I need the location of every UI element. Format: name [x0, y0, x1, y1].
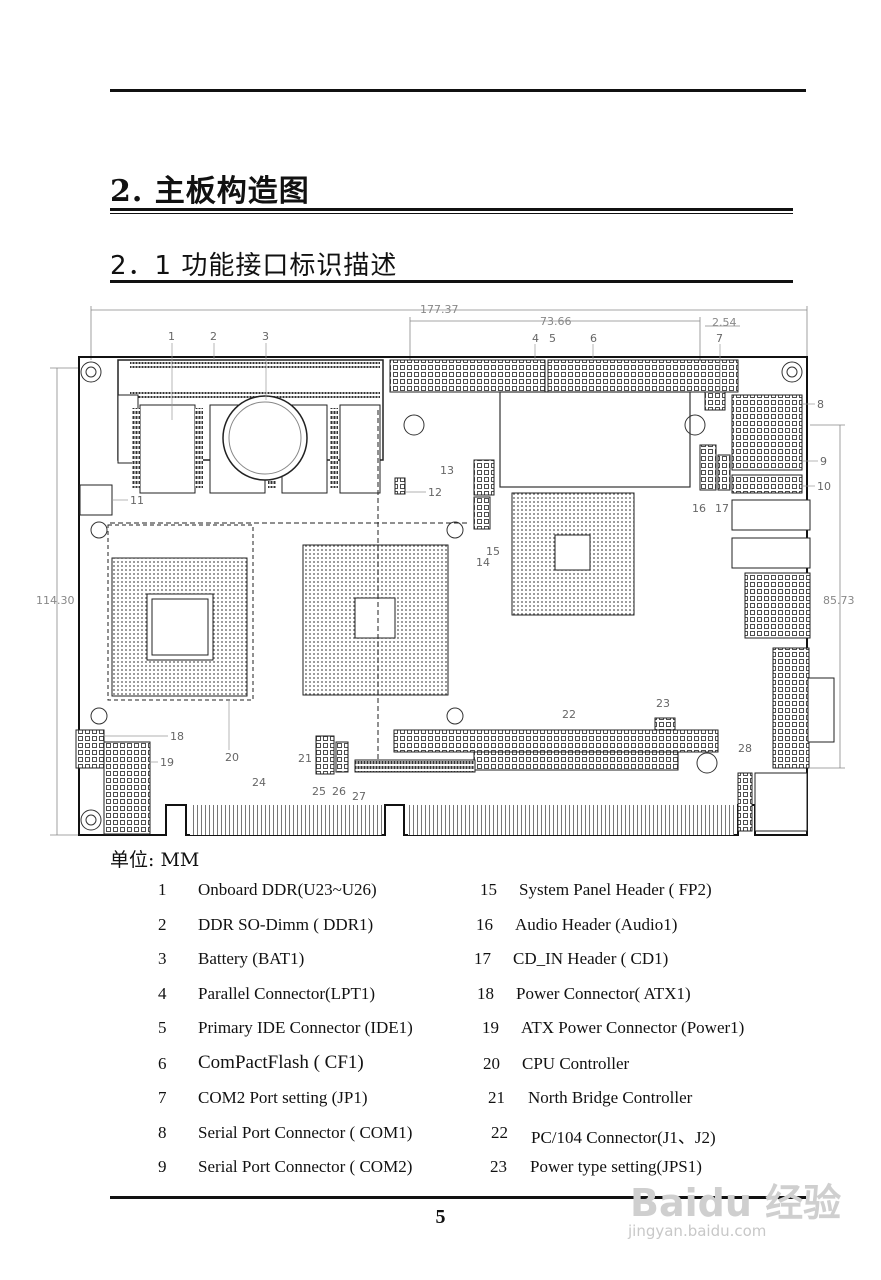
callout-12: 12: [428, 486, 442, 499]
parallel-connector: [389, 359, 546, 393]
dimension-lines: [50, 306, 845, 836]
vga-connector: [772, 647, 810, 769]
callout-25: 25: [312, 785, 326, 798]
callout-5: 5: [549, 332, 556, 345]
dim-width-mid: 73.66: [540, 315, 572, 328]
connector-27: [354, 759, 476, 773]
section-title-underline-thin: [110, 213, 793, 214]
usb-port-2: [731, 537, 811, 569]
cpu-socket-outline: [107, 524, 254, 701]
callout-1: 1: [168, 330, 175, 343]
callout-28: 28: [738, 742, 752, 755]
callout-6: 6: [590, 332, 597, 345]
mounting-holes: [80, 361, 803, 831]
gold-finger-right: [408, 805, 734, 835]
jumper-7: [704, 391, 726, 411]
header-12: [394, 477, 406, 495]
connector-11: [79, 484, 113, 516]
header-21: [315, 735, 335, 775]
watermark-url: jingyan.baidu.com: [628, 1222, 767, 1240]
header-26: [335, 741, 349, 773]
callout-15: 15: [486, 545, 500, 558]
ps2-port: [754, 772, 808, 832]
callout-13: 13: [440, 464, 454, 477]
cf-connector-frame: [499, 391, 691, 488]
callout-17: 17: [715, 502, 729, 515]
callout-26: 26: [332, 785, 346, 798]
callout-27: 27: [352, 790, 366, 803]
callout-22: 22: [562, 708, 576, 721]
ide-connector: [547, 359, 739, 393]
callout-24: 24: [252, 776, 266, 789]
callout-21: 21: [298, 752, 312, 765]
com1-connector: [731, 394, 803, 471]
page-number: 5: [435, 1206, 446, 1228]
units-label: 单位: MM: [110, 849, 200, 871]
jumper-23: [654, 717, 676, 731]
connector-28: [737, 772, 753, 832]
subsection-title-underline: [110, 280, 793, 283]
header-14: [473, 496, 491, 530]
callout-11: 11: [130, 494, 144, 507]
pc104-connector-j2: [473, 751, 679, 771]
callout-16: 16: [692, 502, 706, 515]
battery: [222, 395, 308, 481]
header-17: [717, 454, 731, 491]
lan-port: [744, 572, 811, 639]
power-connector-19: [103, 741, 151, 835]
callout-18: 18: [170, 730, 184, 743]
callout-9: 9: [820, 455, 827, 468]
dim-width-total: 177.37: [420, 303, 459, 316]
top-rule: [110, 89, 806, 92]
header-16: [699, 444, 717, 491]
board-layout-diagram: 177.37 73.66 2.54 114.30 85.73: [36, 303, 855, 836]
gold-finger-left: [190, 805, 382, 835]
pc104-connector-j1: [393, 729, 719, 753]
board-outline: [78, 356, 808, 836]
callout-2: 2: [210, 330, 217, 343]
dim-height-left: 114.30: [36, 594, 75, 607]
com2-header: [731, 474, 803, 494]
callout-20: 20: [225, 751, 239, 764]
dim-width-small: 2.54: [712, 316, 737, 329]
dim-height-right: 85.73: [823, 594, 855, 607]
section-title-underline: [110, 208, 793, 211]
callout-14: 14: [476, 556, 490, 569]
header-13: [473, 459, 495, 496]
callout-23: 23: [656, 697, 670, 710]
subsection-title: 2．1 功能接口标识描述: [110, 251, 398, 281]
callout-8: 8: [817, 398, 824, 411]
callout-10: 10: [817, 480, 831, 493]
footer-rule: [110, 1196, 806, 1199]
section-title: 2. 主板构造图: [110, 174, 310, 209]
callout-7: 7: [716, 332, 723, 345]
atx-connector-18: [75, 729, 105, 769]
callout-4: 4: [532, 332, 539, 345]
callout-19: 19: [160, 756, 174, 769]
callout-3: 3: [262, 330, 269, 343]
watermark-logo: Baidu 经验: [630, 1181, 842, 1225]
usb-port-1: [731, 499, 811, 531]
